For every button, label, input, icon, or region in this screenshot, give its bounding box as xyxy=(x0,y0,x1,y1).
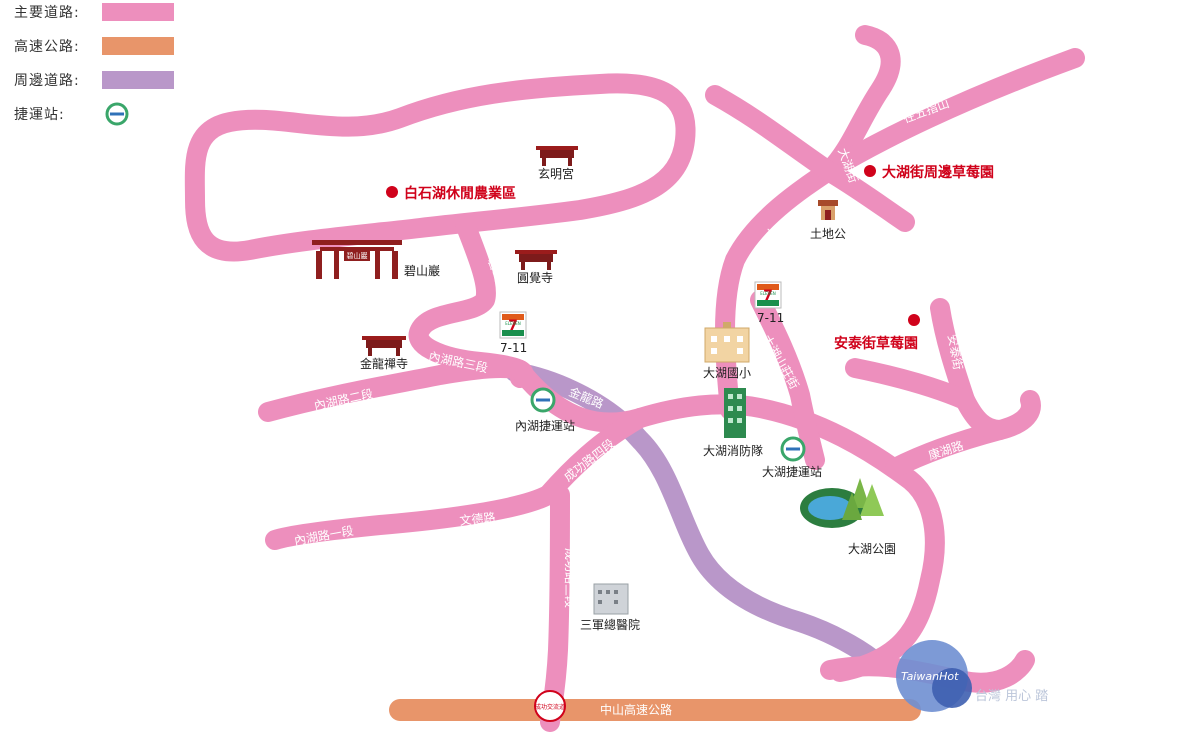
chenggong-road-main xyxy=(265,408,650,550)
jinlong-road-line xyxy=(505,362,890,675)
legend-main-road-label: 主要道路: xyxy=(14,5,80,21)
label-dahu-school: 大湖國小 xyxy=(703,365,751,380)
legend-side-road-label: 周邊道路: xyxy=(14,73,80,89)
legend-row-side-road: 周邊道路: xyxy=(14,68,174,92)
bishan-plaque-text: 碧山巖 xyxy=(347,251,368,260)
dahu-shanzhuang-line xyxy=(750,290,825,470)
legend-highway-swatch xyxy=(102,37,174,55)
seven-eleven-brand-b: ELEVEN xyxy=(760,291,776,296)
label-chenggong-3: 成功路三段 xyxy=(563,548,578,608)
label-dahu-strawberry: 大湖街周邊草莓園 xyxy=(882,164,994,181)
bishan-temple-gate-icon: 碧山巖 xyxy=(312,240,402,279)
dahu-strawberry-dot xyxy=(864,165,876,177)
to-wuzhishan-line xyxy=(820,48,1085,180)
taiwanhot-watermark: TaiwanHot 台灣 用心 踏 xyxy=(896,640,1048,712)
label-tri-service: 三軍總醫院 xyxy=(580,617,640,632)
yuanjue-temple-icon xyxy=(515,250,557,270)
label-seven-a: 7-11 xyxy=(500,341,527,355)
interchange-badge: 成功交流道 xyxy=(534,690,566,722)
antai-branch-line xyxy=(845,358,975,410)
label-dahu-station: 大湖捷運站 xyxy=(762,464,822,479)
neihu-road-3-line xyxy=(258,357,530,422)
dahu-street-line xyxy=(715,25,901,420)
label-antai-strawberry: 安泰街草莓園 xyxy=(834,335,918,352)
seven-eleven-icon-a: 7 ELEVEN xyxy=(499,311,527,339)
jinlong-temple-icon xyxy=(362,336,406,356)
label-bishan-temple: 碧山巖 xyxy=(404,264,440,278)
dahu-school-icon xyxy=(704,322,750,363)
legend-side-road-swatch xyxy=(102,71,174,89)
seven-eleven-brand-a: ELEVEN xyxy=(505,321,521,326)
antai-strawberry-dot xyxy=(908,314,920,326)
watermark-tag: 台灣 用心 踏 xyxy=(975,689,1048,704)
dahu-branch-line xyxy=(705,85,915,232)
chenggong-road-3-line xyxy=(540,485,570,732)
seven-eleven-icon-b: 7 ELEVEN xyxy=(754,281,782,309)
legend-row-main-road: 主要道路: xyxy=(14,0,174,24)
xuanming-temple-icon xyxy=(536,146,578,166)
label-xuanming: 玄明宮 xyxy=(538,166,574,181)
label-neihu-station: 內湖捷運站 xyxy=(515,418,575,433)
watermark-brand: TaiwanHot xyxy=(901,670,959,683)
legend-row-highway: 高速公路: xyxy=(14,34,174,58)
dahu-park-icon xyxy=(800,478,884,528)
baishihu-dot xyxy=(386,186,398,198)
legend-main-road-swatch xyxy=(102,3,174,21)
label-zhongshan-highway: 中山高速公路 xyxy=(600,702,672,717)
label-jinlong-temple: 金龍禪寺 xyxy=(360,356,408,371)
legend-row-metro: 捷運站: xyxy=(14,102,129,126)
label-seven-b: 7-11 xyxy=(757,311,784,325)
neihu-metro-icon xyxy=(530,387,556,413)
label-dahu-fire: 大湖消防隊 xyxy=(703,443,763,458)
hospital-icon xyxy=(593,583,629,615)
label-dahu-park: 大湖公園 xyxy=(848,541,896,556)
fire-station-icon xyxy=(724,388,746,438)
label-baishihu: 白石湖休閒農業區 xyxy=(404,185,516,202)
antai-street-line xyxy=(930,298,1010,440)
label-tudigong: 土地公 xyxy=(810,227,846,241)
label-yuanjue: 圓覺寺 xyxy=(517,271,553,285)
tudigong-shrine-icon xyxy=(818,200,838,220)
baishihu-loop-road xyxy=(184,73,696,262)
label-wende-road: 文德路 xyxy=(459,509,496,528)
dahu-metro-icon xyxy=(780,436,806,462)
legend-metro-icon xyxy=(105,102,129,126)
seven-eleven-logo-a: 7 xyxy=(508,318,518,334)
label-antai-street: 安泰街 xyxy=(945,333,966,371)
interchange-label: 成功交流道 xyxy=(535,703,565,711)
legend-metro-label: 捷運站: xyxy=(14,107,65,123)
legend-highway-label: 高速公路: xyxy=(14,39,80,55)
seven-eleven-logo-b: 7 xyxy=(763,288,773,304)
